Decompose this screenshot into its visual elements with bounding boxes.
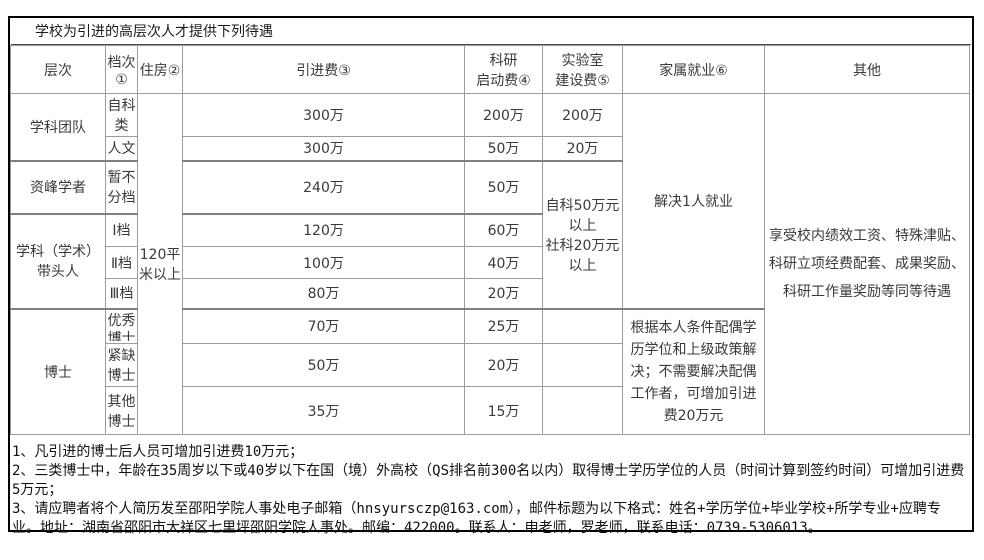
cell-research-fee-row7: 25万 [464,307,543,344]
cell-grade-row1: 自科类 [105,93,138,137]
col-header-housing: 住房② [137,45,183,94]
cell-level-doctor: 博士 [10,307,106,435]
table-row: 博士 优秀博士 70万 25万 根据本人条件配偶学历学位和上级政策解决；不需要解… [10,307,970,435]
cell-grade-row8: 紧缺博士 [105,343,138,387]
cell-grade-row6: Ⅲ档 [105,278,138,309]
col-header-grade: 档次① [105,45,138,94]
cell-grade-row9: 其他博士 [105,386,138,435]
cell-intro-fee-row4: 120万 [182,212,465,247]
col-header-level: 层次 [10,45,106,94]
table-row: 资峰学者 暂不分档 240万 50万 自科50万元以上 社科20万元以上 [10,159,970,309]
cell-grade-row5: Ⅱ档 [105,246,138,279]
cell-lab-fee-merged: 自科50万元以上 社科20万元以上 [542,159,623,309]
note-2: 2、三类博士中，年龄在35周岁以下或40岁以下在国（境）外高校（QS排名前300… [12,463,965,498]
table-row: 其他博士 35万 15万 [11,386,970,435]
cell-research-fee-row9: 15万 [464,386,543,435]
cell-intro-fee-row8: 50万 [182,343,465,387]
cell-intro-fee-row2: 300万 [182,136,465,161]
notice-frame: 学校为引进的高层次人才提供下列待遇 层次 档次① 住房② 引进费③ 科研 启动费… [8,16,974,536]
table-row: 学科团队 自科类 120平 米以上 300万 200万 200万 解决1人就业 … [10,93,970,435]
col-header-research-fee: 科研 启动费④ [464,45,543,94]
cell-research-fee-row8: 20万 [464,343,543,387]
col-header-family-employment: 家属就业⑥ [622,45,765,94]
cell-research-fee-row1: 200万 [464,93,543,137]
benefits-table: 层次 档次① 住房② 引进费③ 科研 启动费④ 实验室 建设费⑤ 家属就业⑥ 其… [10,45,970,435]
cell-research-fee-row3: 50万 [464,159,543,214]
cell-research-fee-row5: 40万 [464,246,543,279]
cell-research-fee-row2: 50万 [464,136,543,161]
cell-other-merged: 享受校内绩效工资、特殊津贴、科研立项经费配套、成果奖励、科研工作量奖励等同等待遇 [764,93,970,435]
cell-research-fee-row6: 20万 [464,278,543,309]
cell-family-employment-top: 解决1人就业 [622,93,765,309]
cell-lab-fee-row1: 200万 [542,93,623,137]
cell-level-team: 学科团队 [10,93,106,161]
cell-intro-fee-row6: 80万 [182,278,465,309]
footnotes: 1、凡引进的博士后人员可增加引进费10万元； 2、三类博士中，年龄在35周岁以下… [10,435,972,538]
cell-intro-fee-row5: 100万 [182,246,465,279]
note-3: 3、请应聘者将个人简历发至邵阳学院人事处电子邮箱（hnsyursczp@163.… [12,501,941,536]
cell-level-discipline-leader: 学科（学术）带头人 [10,212,106,309]
col-header-other: 其他 [764,45,970,94]
cell-intro-fee-row3: 240万 [182,159,465,214]
cell-grade-row2: 人文 [105,136,138,161]
cell-housing-merged: 120平 米以上 [137,93,183,435]
table-row: Ⅱ档 100万 40万 [11,246,970,279]
table-row: Ⅲ档 80万 20万 [11,278,970,309]
cell-intro-fee-row1: 300万 [182,93,465,137]
cell-family-employment-bottom: 根据本人条件配偶学历学位和上级政策解决；不需要解决配偶工作者，可增加引进费20万… [622,307,765,435]
cell-level-zifeng-scholar: 资峰学者 [10,159,106,214]
cell-intro-fee-row9: 35万 [182,386,465,435]
col-header-intro-fee: 引进费③ [182,45,465,94]
table-title: 学校为引进的高层次人才提供下列待遇 [11,19,971,45]
cell-lab-fee-row2: 20万 [542,136,623,161]
cell-grade-row3: 暂不分档 [105,159,138,214]
cell-grade-row7: 优秀博士 [105,307,138,344]
table-row: 学科（学术）带头人 Ⅰ档 120万 60万 [10,212,970,309]
table-row: 紧缺博士 50万 20万 [11,343,970,387]
cell-grade-row4: Ⅰ档 [105,212,138,247]
cell-lab-fee-row7 [542,307,623,344]
cell-lab-fee-row9 [542,386,623,435]
col-header-lab-fee: 实验室 建设费⑤ [542,45,623,94]
cell-intro-fee-row7: 70万 [182,307,465,344]
note-1: 1、凡引进的博士后人员可增加引进费10万元； [12,444,304,460]
header-row: 层次 档次① 住房② 引进费③ 科研 启动费④ 实验室 建设费⑤ 家属就业⑥ 其… [10,45,970,94]
cell-grade-row7-text: 优秀博士 [107,312,136,341]
cell-research-fee-row4: 60万 [464,212,543,247]
cell-lab-fee-row8 [542,343,623,387]
table-row: 人文 300万 50万 20万 [11,136,970,161]
